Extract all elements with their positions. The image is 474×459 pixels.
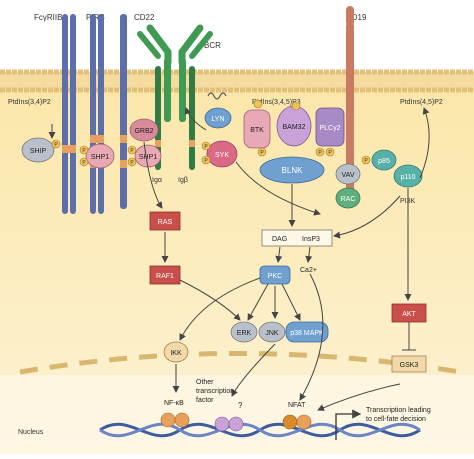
erk-protein: ERK — [230, 321, 258, 343]
question-mark: ? — [238, 401, 243, 410]
svg-text:SHP1: SHP1 — [91, 154, 109, 161]
iga-label: Igα — [152, 177, 162, 184]
nfkb-complex — [160, 412, 190, 428]
bcr-label: BCR — [204, 41, 221, 50]
phospho-sites — [51, 99, 371, 167]
ship-protein: SHIP — [21, 137, 55, 163]
svg-text:P: P — [130, 148, 134, 154]
svg-text:p38 MAPK: p38 MAPK — [290, 330, 324, 337]
lyn-anchor — [207, 92, 227, 100]
gsk3-protein: GSK3 — [391, 355, 427, 373]
svg-text:P: P — [260, 150, 264, 156]
nucleus-label: Nucleus — [18, 429, 44, 436]
p38-protein: p38 MAPK — [285, 321, 329, 343]
bcr-receptor — [137, 24, 213, 170]
syk-protein: SYK — [206, 140, 238, 168]
ptdins-mid-label: PtdIns(3,4,5)P3 — [252, 99, 301, 106]
shp1-protein-b: SHP1 — [134, 144, 162, 168]
blnk-protein: BLNK — [259, 156, 325, 184]
svg-text:P: P — [328, 150, 332, 156]
svg-text:GSK3: GSK3 — [400, 362, 419, 369]
transcription-label-1: Transcription leading — [366, 407, 431, 414]
other-tf-label-1: Other — [196, 379, 214, 386]
rac-protein: RAC — [335, 187, 361, 209]
svg-text:P: P — [82, 160, 86, 166]
insp3-label: InsP3 — [302, 236, 320, 243]
svg-text:P: P — [82, 148, 86, 154]
nfkb-label: NF-κB — [164, 400, 184, 407]
plasma-membrane — [0, 69, 474, 93]
raf1-protein: RAF1 — [149, 265, 181, 285]
other-tf-label-3: factor — [196, 397, 214, 404]
p85-protein: p85 — [371, 149, 397, 171]
svg-text:P: P — [204, 144, 208, 150]
svg-text:BLNK: BLNK — [282, 166, 304, 175]
svg-text:SHIP: SHIP — [30, 148, 47, 155]
svg-text:P: P — [54, 142, 58, 148]
svg-text:SHP1: SHP1 — [139, 154, 157, 161]
cd19-receptor — [346, 6, 354, 197]
nucleus-region — [0, 375, 474, 454]
cd22-receptor — [120, 14, 127, 209]
svg-text:LYN: LYN — [211, 116, 224, 123]
ras-protein: RAS — [149, 211, 181, 231]
svg-text:P: P — [364, 158, 368, 164]
akt-inhibits-gsk3 — [402, 322, 416, 351]
svg-text:JNK: JNK — [265, 330, 279, 337]
svg-text:PKC: PKC — [268, 273, 282, 280]
svg-text:SYK: SYK — [215, 152, 229, 159]
other-tf-complex — [214, 416, 244, 432]
plcg2-protein: PLCγ2 — [315, 107, 345, 147]
svg-text:IKK: IKK — [170, 350, 182, 357]
transcription-start-arrow — [335, 409, 362, 440]
svg-text:AKT: AKT — [402, 311, 416, 318]
svg-text:P: P — [204, 158, 208, 164]
ikk-protein: IKK — [163, 341, 189, 363]
pkc-protein: PKC — [259, 265, 291, 285]
transcription-label-2: to cell-fate decision — [366, 416, 426, 423]
akt-protein: AKT — [391, 303, 427, 323]
svg-text:GRB2: GRB2 — [134, 128, 153, 135]
second-messenger-box — [261, 229, 333, 247]
other-tf-label-2: transcription — [196, 388, 234, 395]
svg-text:p85: p85 — [378, 158, 390, 165]
fcgr2b-label: FcγRIIB — [34, 13, 62, 22]
svg-text:RAF1: RAF1 — [156, 273, 174, 280]
shp1-protein-a: SHP1 — [85, 143, 115, 169]
svg-text:RAC: RAC — [341, 196, 356, 203]
svg-text:BTK: BTK — [250, 127, 264, 134]
ptdins-right-label: PtdIns(4,5)P2 — [400, 99, 443, 106]
svg-text:P: P — [130, 160, 134, 166]
fcgr2b-receptor — [62, 14, 76, 214]
signalling-arrows — [48, 107, 430, 411]
vav-protein: VAV — [335, 163, 361, 185]
nuclear-envelope — [19, 351, 461, 375]
cd19-label: CD19 — [346, 13, 367, 22]
p110-protein: p110 — [393, 164, 423, 188]
lyn-protein: LYN — [204, 107, 232, 129]
jnk-protein: JNK — [258, 321, 286, 343]
grb2-protein: GRB2 — [129, 118, 159, 142]
nfat-complex — [282, 414, 312, 430]
bam32-protein: BAM32 — [276, 105, 312, 147]
svg-text:p110: p110 — [400, 174, 415, 181]
svg-text:P: P — [318, 150, 322, 156]
dag-label: DAG — [272, 236, 287, 243]
btk-protein: BTK — [243, 109, 271, 149]
svg-text:ERK: ERK — [237, 330, 252, 337]
nfat-label: NFAT — [288, 402, 306, 409]
svg-text:PLCγ2: PLCγ2 — [319, 125, 340, 132]
svg-text:VAV: VAV — [342, 172, 355, 179]
ptdins-left-label: PtdIns(3,4)P2 — [8, 99, 51, 106]
dna-helix — [99, 422, 421, 438]
phospho-labels: P P P P P P P P P P P — [54, 142, 368, 166]
igb-label: Igβ — [178, 177, 188, 184]
cd22-label: CD22 — [134, 13, 155, 22]
svg-text:RAS: RAS — [158, 219, 173, 226]
ca-label: Ca2+ — [300, 267, 317, 274]
svg-text:BAM32: BAM32 — [283, 124, 306, 131]
